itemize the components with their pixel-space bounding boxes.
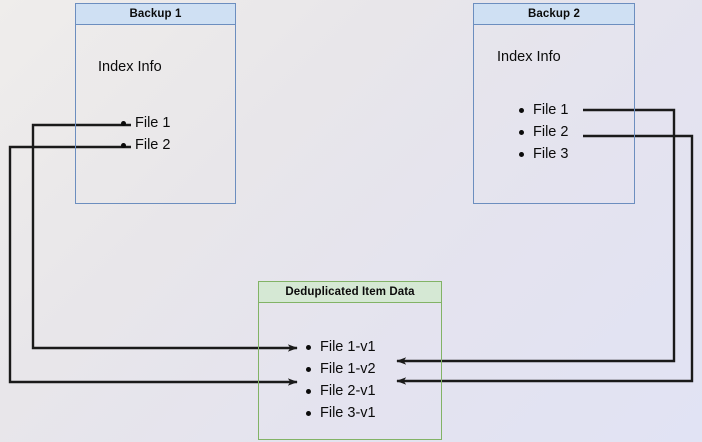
backup-2-file-label: File 3 [533,146,569,162]
backup-2-index-label: Index Info [497,49,561,65]
backup-1-file-label: File 2 [135,137,171,153]
backup-2-file-label: File 1 [533,102,569,118]
deduplicated-item-data-title: Deduplicated Item Data [259,282,441,303]
dedup-file-label: File 2-v1 [320,383,376,399]
list-item: File 3 [516,143,568,165]
backup-1-file-list: File 1 File 2 [118,112,170,156]
list-item: File 1 [118,112,170,134]
dedup-file-label: File 3-v1 [320,405,376,421]
backup-2-title: Backup 2 [474,4,634,25]
list-item: File 2-v1 [303,380,376,402]
list-item: File 1 [516,99,568,121]
list-item: File 1-v2 [303,358,376,380]
backup-1-file-label: File 1 [135,115,171,131]
backup-2-node[interactable]: Backup 2 [473,3,635,204]
deduplicated-item-data-node[interactable]: Deduplicated Item Data [258,281,442,440]
dedup-file-label: File 1-v2 [320,361,376,377]
backup-1-node[interactable]: Backup 1 [75,3,236,204]
backup-1-index-label: Index Info [98,59,162,75]
list-item: File 2 [516,121,568,143]
list-item: File 3-v1 [303,402,376,424]
backup-2-file-list: File 1 File 2 File 3 [516,99,568,165]
deduplicated-file-list: File 1-v1 File 1-v2 File 2-v1 File 3-v1 [303,336,376,424]
backup-1-title: Backup 1 [76,4,235,25]
list-item: File 1-v1 [303,336,376,358]
dedup-file-label: File 1-v1 [320,339,376,355]
backup-2-file-label: File 2 [533,124,569,140]
list-item: File 2 [118,134,170,156]
